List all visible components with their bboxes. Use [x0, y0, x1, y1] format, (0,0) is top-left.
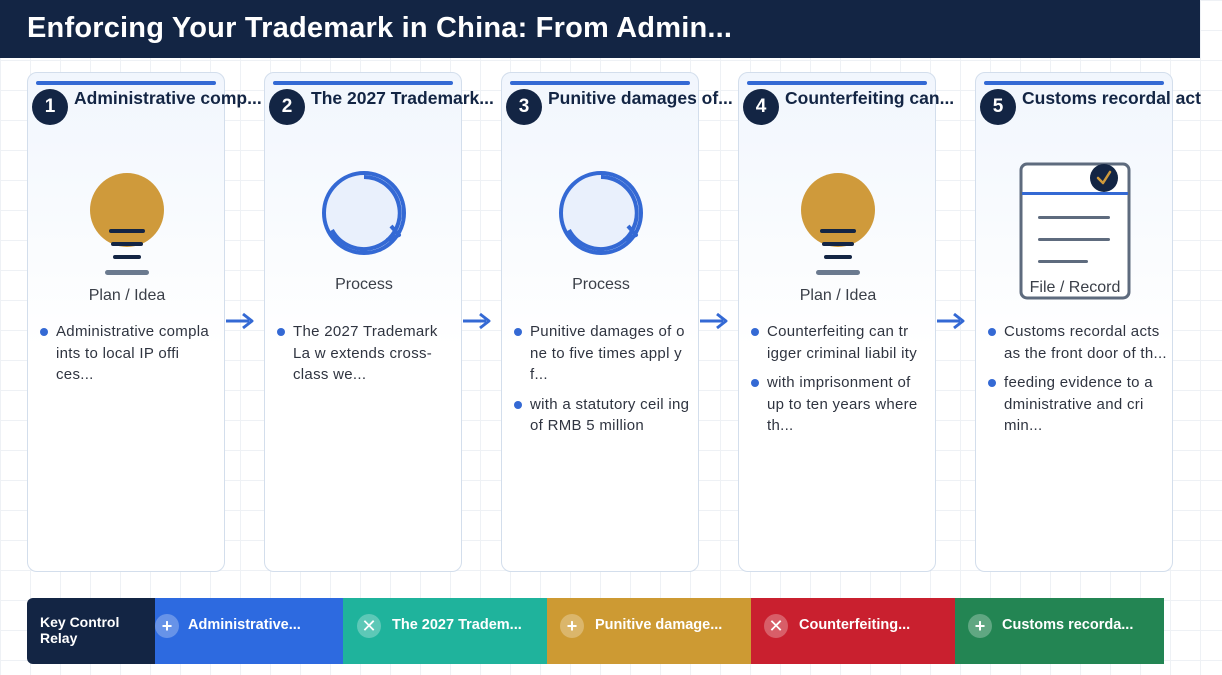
relay-segment-label: Administrative... — [188, 617, 301, 633]
step-number: 1 — [32, 89, 68, 125]
step-number: 3 — [506, 89, 542, 125]
bullet-list: Administrative compla ints to local IP o… — [38, 321, 220, 394]
icon-label: Process — [335, 276, 393, 293]
bullet-item: with a statutory ceil ing of RMB 5 milli… — [512, 394, 694, 437]
card-accent-bar — [747, 81, 927, 85]
arrow-right-icon — [463, 312, 491, 330]
relay-segment-label: Customs recorda... — [1002, 617, 1134, 633]
relay-segment-1: + Administrative... — [147, 598, 353, 664]
bullet-item: Administrative compla ints to local IP o… — [38, 321, 220, 386]
icon-label: Plan / Idea — [88, 287, 166, 304]
step-number: 2 — [269, 89, 305, 125]
card-accent-bar — [510, 81, 690, 85]
step-number: 4 — [743, 89, 779, 125]
bullet-list: The 2027 Trademark La w extends cross-cl… — [275, 321, 457, 394]
key-control-relay: + Administrative... ✕ The 2027 Tradem...… — [27, 598, 1164, 664]
bullet-list: Counterfeiting can tr igger criminal lia… — [749, 321, 931, 445]
relay-segment-5: + Customs recorda... — [955, 598, 1164, 664]
icon-label: Plan / Idea — [799, 287, 877, 304]
step-card-1: 1 Administrative comp... Plan / Idea Adm… — [27, 72, 262, 572]
lightbulb-icon — [28, 173, 226, 286]
step-number: 5 — [980, 89, 1016, 125]
relay-segment-label: Counterfeiting... — [799, 617, 911, 633]
bullet-item: Customs recordal acts as the front door … — [986, 321, 1168, 364]
arrow-right-icon — [226, 312, 254, 330]
plus-icon: + — [560, 614, 584, 638]
card-accent-bar — [273, 81, 453, 85]
relay-segment-2: ✕ The 2027 Tradem... — [343, 598, 553, 664]
relay-heading: Key Control Relay — [27, 598, 155, 664]
step-title: Administrative comp... — [74, 88, 262, 108]
icon-label: Process — [572, 276, 630, 293]
bullet-item: Counterfeiting can tr igger criminal lia… — [749, 321, 931, 364]
process-cycle-icon — [502, 168, 700, 263]
file-record-icon — [976, 161, 1174, 306]
bullet-list: Customs recordal acts as the front door … — [986, 321, 1168, 445]
bullet-item: feeding evidence to a dministrative and … — [986, 372, 1168, 437]
relay-segment-3: + Punitive damage... — [547, 598, 757, 664]
step-card-4: 4 Counterfeiting can... Plan / Idea Coun… — [738, 72, 954, 572]
plus-icon: + — [968, 614, 992, 638]
page-title: Enforcing Your Trademark in China: From … — [27, 12, 733, 44]
relay-segment-4: ✕ Counterfeiting... — [751, 598, 961, 664]
lightbulb-icon — [739, 173, 937, 286]
step-title: Punitive damages of... — [548, 88, 733, 108]
step-title: Counterfeiting can... — [785, 88, 955, 108]
bullet-item: with imprisonment of up to ten years whe… — [749, 372, 931, 437]
card-accent-bar — [984, 81, 1164, 85]
plus-icon: + — [155, 614, 179, 638]
relay-segment-label: The 2027 Tradem... — [392, 617, 522, 633]
bullet-item: The 2027 Trademark La w extends cross-cl… — [275, 321, 457, 386]
step-title: The 2027 Trademark... — [311, 88, 494, 108]
close-icon: ✕ — [357, 614, 381, 638]
card-accent-bar — [36, 81, 216, 85]
bullet-item: Punitive damages of o ne to five times a… — [512, 321, 694, 386]
title-bar: Enforcing Your Trademark in China: From … — [0, 0, 1200, 58]
step-card-5: 5 Customs recordal act File / Record Cus… — [975, 72, 1201, 572]
process-cycle-icon — [265, 168, 463, 263]
arrow-right-icon — [700, 312, 728, 330]
bullet-list: Punitive damages of o ne to five times a… — [512, 321, 694, 445]
step-title: Customs recordal act — [1022, 88, 1201, 108]
step-card-3: 3 Punitive damages of... Process Punitiv… — [501, 72, 733, 572]
close-icon: ✕ — [764, 614, 788, 638]
icon-label: File / Record — [1029, 279, 1121, 296]
relay-segment-label: Punitive damage... — [595, 617, 723, 633]
step-card-2: 2 The 2027 Trademark... Process The 2027… — [264, 72, 494, 572]
arrow-right-icon — [937, 312, 965, 330]
